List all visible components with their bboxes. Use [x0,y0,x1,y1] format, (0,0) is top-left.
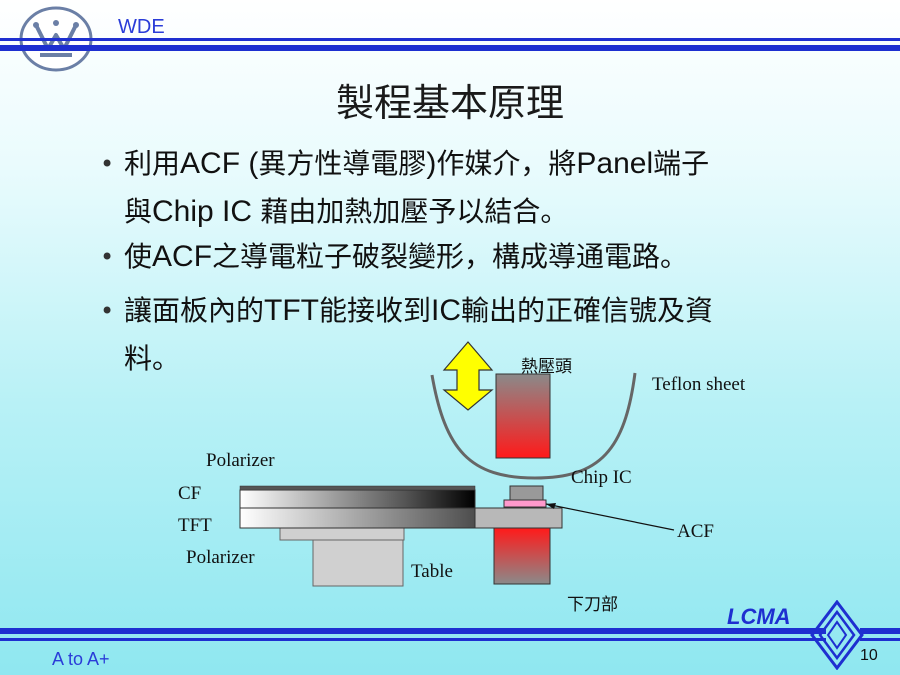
acf-layer [503,499,547,508]
slide-title: 製程基本原理 [335,81,564,125]
chip-ic [509,485,544,501]
press-arrow-icon [442,341,494,411]
bullet-item: • 利用ACF (異方性導電膠)作媒介，將Panel端子與Chip IC 藉由加… [100,140,860,236]
table-label: Table [411,561,453,582]
table [312,537,404,587]
header-rule [0,45,900,51]
polarizer-bottom [279,527,405,541]
teflon-label: Teflon sheet [652,374,746,395]
chip-ic-label: Chip IC [571,467,632,488]
acf-pointer [545,503,675,531]
footer-rule [0,628,826,634]
lower-blade [493,527,551,585]
heater-label: 熱壓頭 [521,357,572,377]
lower-blade-label: 下刀部 [567,595,618,615]
footer-rule [860,628,900,634]
bullet-marker: • [100,243,115,271]
bullet-marker: • [100,297,115,325]
cf-glass [239,489,476,509]
bullet-marker: • [100,150,115,178]
lcma-diamond-icon [810,600,864,670]
bullet-item: • 使ACF之導電粒子破裂變形，構成導通電路。 [100,233,860,281]
bullet-text: 使ACF之導電粒子破裂變形，構成導通電路。 [124,240,689,273]
footer-rule [860,638,900,641]
polarizer-top [239,485,476,491]
brand-label: WDE [118,16,165,38]
footer-rule [0,638,826,641]
bullet-item: • 讓面板內的TFT能接收到IC輸出的正確信號及資料。 [100,287,860,383]
tft-label: TFT [178,515,212,536]
bullet-text: 利用ACF (異方性導電膠)作媒介，將Panel端子與Chip IC 藉由加熱加… [124,147,710,228]
heater-head [495,373,551,459]
lcma-logo-text: LCMA [727,604,791,629]
bullet-text: 讓面板內的TFT能接收到IC輸出的正確信號及資料。 [124,294,714,375]
footer-text: A to A+ [52,649,110,669]
page-number: 10 [860,647,878,664]
acf-label: ACF [677,521,714,542]
teflon-sheet [430,372,637,480]
header-rule [0,38,900,41]
polarizer-bottom-label: Polarizer [186,547,255,568]
polarizer-top-label: Polarizer [206,450,275,471]
cf-label: CF [178,483,202,504]
